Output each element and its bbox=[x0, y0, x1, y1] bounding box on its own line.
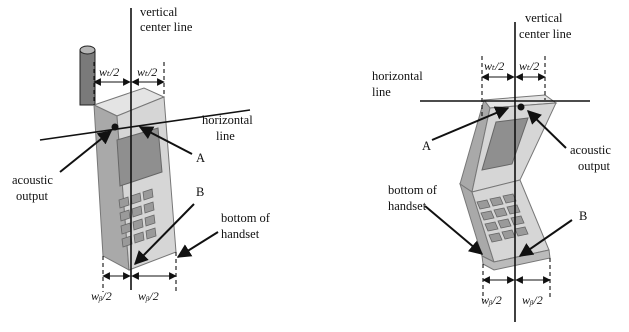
left-point-b-label: B bbox=[196, 185, 204, 199]
left-antenna bbox=[79, 45, 96, 106]
right-top-width-right-label: wₜ/2 bbox=[519, 59, 539, 73]
left-point-a-label: A bbox=[196, 151, 205, 165]
left-vertical-label-2: center line bbox=[140, 20, 193, 34]
left-horizontal-label-2: line bbox=[216, 129, 235, 143]
right-bottom-width-left-label: wᵦ/2 bbox=[481, 293, 502, 307]
right-bottom-width-markers bbox=[482, 258, 551, 300]
left-vertical-label-1: vertical bbox=[140, 5, 178, 19]
left-bottom-width-markers bbox=[102, 252, 177, 292]
right-leader-arrows bbox=[424, 106, 573, 257]
left-bottom-width-left-label: wᵦ/2 bbox=[91, 289, 112, 303]
left-top-width-right-label: wₜ/2 bbox=[137, 65, 157, 79]
right-vertical-label-1: vertical bbox=[525, 11, 563, 25]
right-phone-screen bbox=[481, 117, 529, 171]
right-bottom-label-1: bottom of bbox=[388, 183, 438, 197]
left-horizontal-label-1: horizontal bbox=[202, 113, 253, 127]
right-vertical-label-2: center line bbox=[519, 27, 572, 41]
right-point-b-label: B bbox=[579, 209, 587, 223]
left-leader-arrows bbox=[59, 126, 219, 265]
right-bottom-label-2: handset bbox=[388, 199, 427, 213]
right-phone-upper-flip bbox=[459, 94, 558, 193]
left-horizontal-line bbox=[39, 109, 251, 141]
left-acoustic-label-2: output bbox=[16, 189, 48, 203]
right-horizontal-label-2: line bbox=[372, 85, 391, 99]
right-top-width-left-label: wₜ/2 bbox=[484, 59, 504, 73]
left-top-width-left-label: wₜ/2 bbox=[99, 65, 119, 79]
left-phone-keypad bbox=[118, 188, 157, 248]
left-phone: wₜ/2 wₜ/2 wᵦ/2 wᵦ/2 vertical center line… bbox=[12, 5, 271, 303]
left-bottom-label-2: handset bbox=[221, 227, 260, 241]
left-acoustic-output-dot bbox=[111, 123, 119, 131]
right-phone: wₜ/2 wₜ/2 wᵦ/2 wᵦ/2 vertical center line… bbox=[372, 11, 611, 322]
right-bottom-width-right-label: wᵦ/2 bbox=[522, 293, 543, 307]
left-bottom-width-right-label: wᵦ/2 bbox=[138, 289, 159, 303]
left-acoustic-label-1: acoustic bbox=[12, 173, 53, 187]
left-bottom-label-1: bottom of bbox=[221, 211, 271, 225]
right-acoustic-label-1: acoustic bbox=[570, 143, 611, 157]
right-phone-keypad bbox=[476, 193, 529, 243]
right-point-a-label: A bbox=[422, 139, 431, 153]
right-horizontal-label-1: horizontal bbox=[372, 69, 423, 83]
left-top-width-markers bbox=[93, 62, 165, 105]
right-top-width-markers bbox=[481, 56, 546, 118]
right-acoustic-label-2: output bbox=[578, 159, 610, 173]
right-acoustic-output-dot bbox=[517, 103, 525, 111]
